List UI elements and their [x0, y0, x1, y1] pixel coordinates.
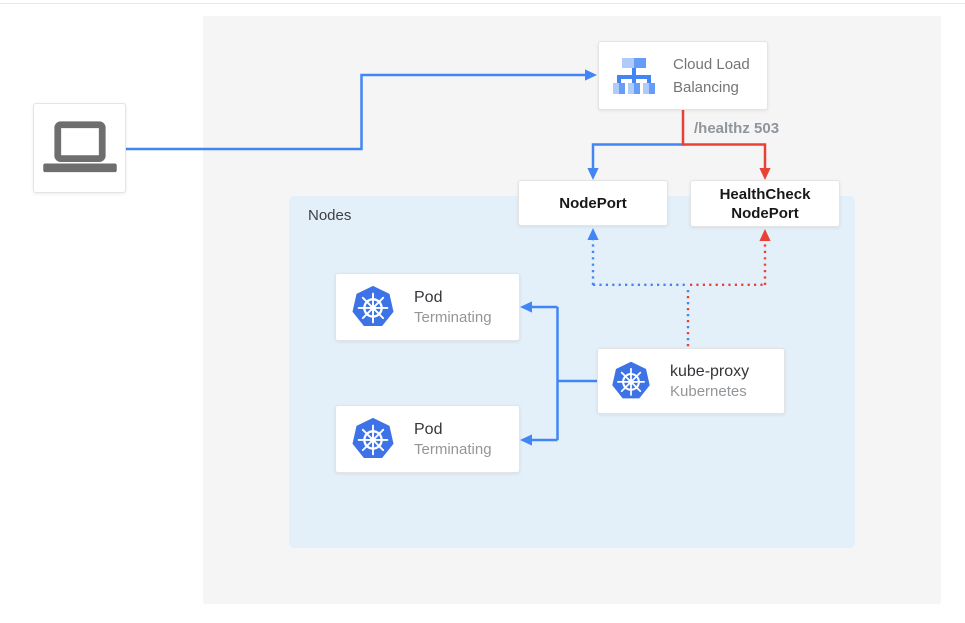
load-balancer-icon [613, 57, 655, 94]
kube-proxy-subtitle: Kubernetes [670, 382, 747, 400]
pod-status: Terminating [414, 308, 492, 326]
pod-title: Pod [414, 288, 443, 306]
top-divider [0, 3, 965, 4]
pod-card: Pod Terminating [335, 405, 520, 473]
client-card [33, 103, 126, 193]
nodeport-label: NodePort [559, 194, 627, 212]
laptop-icon [42, 121, 117, 173]
pod-title: Pod [414, 420, 443, 438]
pod-card: Pod Terminating [335, 273, 520, 341]
healthz-status-label: /healthz 503 [694, 120, 780, 137]
cloud-load-balancing-card: Cloud Load Balancing [598, 41, 768, 110]
nodeport-card: NodePort [518, 180, 668, 226]
kubernetes-icon [352, 285, 394, 326]
kube-proxy-title: kube-proxy [670, 362, 750, 380]
healthcheck-nodeport-card: HealthCheck NodePort [690, 180, 840, 227]
pod-status: Terminating [414, 440, 492, 458]
load-balancer-label: Cloud Load Balancing [673, 55, 750, 96]
kube-proxy-card: kube-proxy Kubernetes [597, 348, 785, 414]
nodes-label: Nodes [308, 207, 352, 224]
kubernetes-icon [352, 417, 394, 458]
healthcheck-nodeport-label: HealthCheck NodePort [719, 185, 811, 222]
kubernetes-icon [612, 361, 650, 399]
